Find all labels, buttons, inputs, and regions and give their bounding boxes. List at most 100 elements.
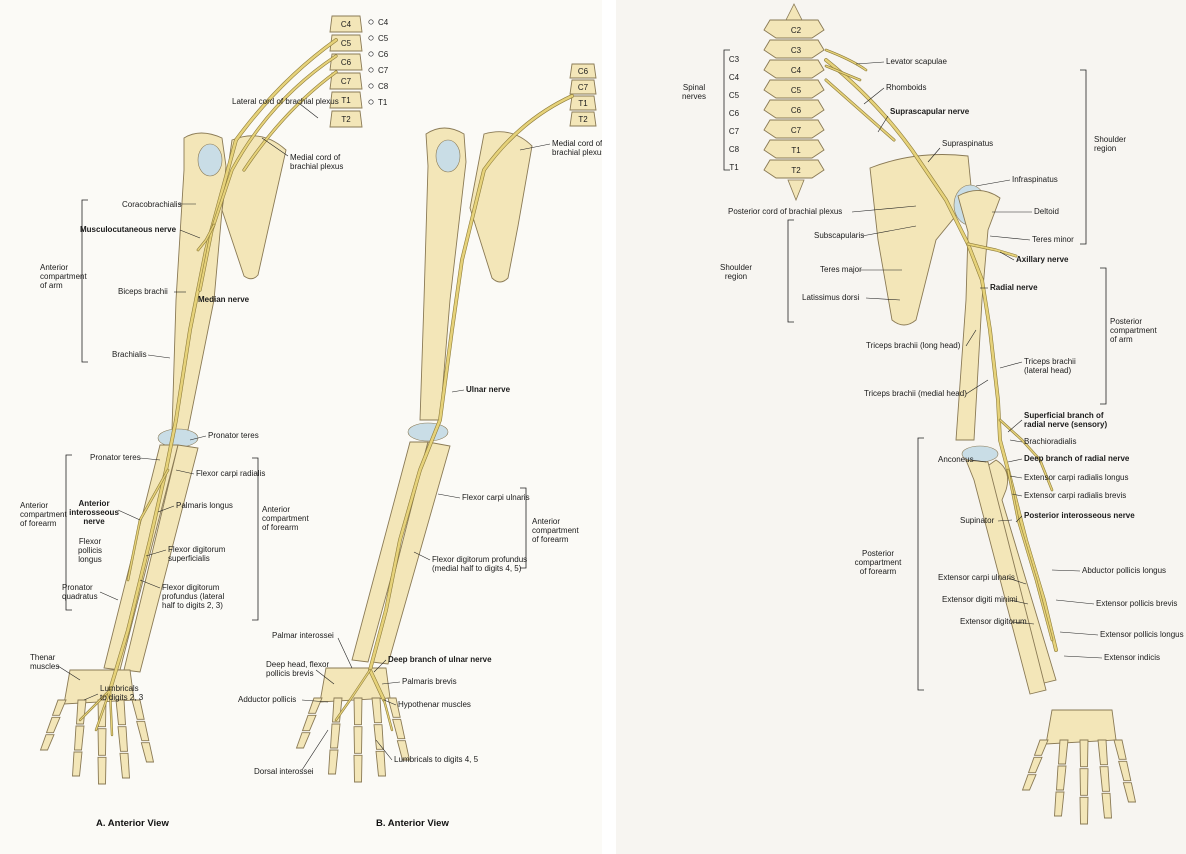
leader-line <box>438 494 460 498</box>
triceps-long-label: Triceps brachii (long head) <box>866 341 961 350</box>
palmaris-label: Palmaris longus <box>176 501 233 510</box>
anterior-forearm-b-label: Anteriorcompartmentof forearm <box>532 517 579 544</box>
deep-radial-label: Deep branch of radial nerve <box>1024 454 1130 463</box>
vertebra-label: C3 <box>791 46 802 55</box>
nerve-root-tag <box>369 84 373 88</box>
fdp-label: Flexor digitorumprofundus (lateralhalf t… <box>162 583 224 610</box>
hand-b <box>297 668 410 782</box>
humerus <box>956 190 1000 440</box>
leader-line <box>1010 440 1022 442</box>
shoulder-region-right-label: Shoulderregion <box>1094 135 1126 153</box>
nerve-root-tag <box>369 68 373 72</box>
suprascapular-label: Suprascapular nerve <box>890 107 970 116</box>
triceps-lateral-label: Triceps brachii(lateral head) <box>1024 357 1076 375</box>
leader-line <box>148 355 170 358</box>
leader-line <box>990 236 1030 240</box>
edm-label: Extensor digiti minimi <box>942 595 1018 604</box>
leader-line <box>100 592 118 600</box>
fdp-b-label: Flexor digitorum profundus(medial half t… <box>432 555 527 573</box>
hand-c <box>1023 710 1136 824</box>
phalanx <box>1119 761 1131 780</box>
musculocutaneous-label: Musculocutaneous nerve <box>80 225 177 234</box>
phalanx <box>1055 792 1065 816</box>
phalanx <box>1080 797 1088 824</box>
rhomboids-label: Rhomboids <box>886 83 926 92</box>
humeral-head-cartilage <box>436 140 460 172</box>
carpal-bones <box>320 668 390 702</box>
epl-label: Extensor pollicis longus <box>1100 630 1184 639</box>
panel-a-caption: A. Anterior View <box>96 818 169 829</box>
leader-line <box>976 180 1010 186</box>
ed-label: Extensor digitorum <box>960 617 1027 626</box>
panel-b-caption: B. Anterior View <box>376 818 449 829</box>
phalanx <box>1023 775 1037 790</box>
spinal-level-label: T1 <box>378 98 388 107</box>
page-gutter <box>602 0 616 854</box>
phalanx <box>1102 793 1112 818</box>
pin-label: Posterior interosseous nerve <box>1024 511 1135 520</box>
pronator-teres-right-label: Pronator teres <box>208 431 259 440</box>
phalanx <box>376 751 386 776</box>
leader-line <box>1064 656 1102 658</box>
phalanx <box>1080 740 1088 767</box>
scapula <box>470 132 532 282</box>
leader-line <box>1060 632 1098 635</box>
phalanx <box>297 733 311 748</box>
brachioradialis-label: Brachioradialis <box>1024 437 1076 446</box>
vertebra-label: C5 <box>341 39 352 48</box>
vertebra-label: T1 <box>578 99 588 108</box>
subscapularis-label: Subscapularis <box>814 231 864 240</box>
coracobrachialis-label: Coracobrachialis <box>122 200 182 209</box>
spinous-tip <box>788 180 804 200</box>
palmaris-brevis-label: Palmaris brevis <box>402 677 457 686</box>
phalanx <box>1114 740 1126 759</box>
lumbricals-label: Lumbricalsto digits 2, 3 <box>100 684 144 702</box>
vertebra-label: C2 <box>791 26 802 35</box>
brachialis-label: Brachialis <box>112 350 147 359</box>
teres-minor-label: Teres minor <box>1032 235 1074 244</box>
ain-label: Anteriorinterosseousnerve <box>69 499 119 526</box>
vertebra-label: T2 <box>578 115 588 124</box>
vertebra-label: C7 <box>791 126 802 135</box>
phalanx <box>47 717 61 732</box>
phalanx <box>1080 769 1088 796</box>
posterior-cord-label: Posterior cord of brachial plexus <box>728 207 842 216</box>
ei-label: Extensor indicis <box>1104 653 1160 662</box>
spinal-level-label: C6 <box>378 50 389 59</box>
right-page: C2C3C4C5C6C7T1T2SpinalnervesC3C4C5C6C7C8… <box>616 0 1186 854</box>
vertebra-label: C4 <box>341 20 352 29</box>
supinator-label: Supinator <box>960 516 995 525</box>
phalanx <box>331 724 341 748</box>
elbow-cartilage <box>158 429 198 447</box>
leader-line <box>1056 600 1094 604</box>
phalanx <box>1035 740 1049 755</box>
phalanx <box>137 721 149 740</box>
ecrl-label: Extensor carpi radialis longus <box>1024 473 1129 482</box>
spinal-level-label: C4 <box>729 73 740 82</box>
leader-line <box>300 104 318 118</box>
axillary-label: Axillary nerve <box>1016 255 1069 264</box>
phalanx <box>354 727 362 754</box>
leader-line <box>338 638 352 668</box>
vertebra-label: C6 <box>791 106 802 115</box>
phalanx <box>53 700 67 715</box>
phalanx <box>73 752 83 776</box>
thenar-label: Thenarmuscles <box>30 653 59 671</box>
biceps-label: Biceps brachii <box>118 287 168 296</box>
phalanx <box>141 743 153 762</box>
hypothenar-label: Hypothenar muscles <box>398 700 471 709</box>
phalanx <box>1098 740 1108 765</box>
phalanx <box>116 700 126 725</box>
phalanx <box>98 757 106 784</box>
lateral-cord-label: Lateral cord of brachial plexus <box>232 97 339 106</box>
leader-line <box>452 390 464 392</box>
deltoid-label: Deltoid <box>1034 207 1059 216</box>
odontoid <box>786 4 802 20</box>
phalanx <box>303 715 317 730</box>
medial-cord-b-label: Medial cord ofbrachial plexus <box>552 139 602 157</box>
lumbricals-b-label: Lumbricals to digits 4, 5 <box>394 755 479 764</box>
